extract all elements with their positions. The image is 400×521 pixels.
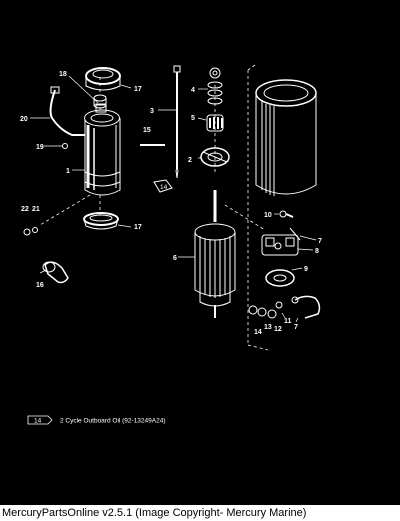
callout-22: 22 [21, 206, 29, 213]
part-16-boot [42, 261, 69, 284]
part-5-drive-gear [206, 114, 224, 132]
part-9-end-cap [265, 269, 295, 287]
part-17-bottom-ring [83, 212, 119, 230]
callout-12: 12 [274, 326, 282, 333]
part-21-22-screw-washer [23, 227, 38, 236]
field-frame [255, 79, 317, 196]
part-18-end-cap [93, 94, 107, 109]
callout-14: 14 [254, 329, 262, 336]
callout-20: 20 [20, 116, 28, 123]
legend-text: 2 Cycle Outboard Oil (92-13249A24) [60, 418, 166, 425]
callout-18: 18 [59, 71, 67, 78]
oil-tag-14 [153, 179, 173, 193]
callout-1: 1 [66, 168, 70, 175]
legend: 14 2 Cycle Outboard Oil (92-13249A24) [27, 415, 166, 425]
part-19-nut [62, 143, 68, 149]
callout-16: 16 [36, 282, 44, 289]
callout-19: 19 [36, 144, 44, 151]
callout-6: 6 [173, 255, 177, 262]
assembly-dashed-lines [39, 64, 269, 351]
part-7-terminal [291, 295, 321, 319]
callout-17-top: 17 [134, 86, 142, 93]
callout-7-top: 7 [318, 238, 322, 245]
callout-21: 21 [32, 206, 40, 213]
callout-2: 2 [188, 157, 192, 164]
callout-10: 10 [264, 212, 272, 219]
callout-labels: 18 17 20 19 1 22 21 17 16 3 15 4 5 2 6 1… [20, 71, 322, 336]
exploded-parts-diagram: 18 17 20 19 1 22 21 17 16 3 15 4 5 2 6 1… [20, 64, 322, 425]
oil-tag-label: 14 [160, 184, 168, 191]
callout-13: 13 [264, 324, 272, 331]
part-8-brush-holder [261, 227, 301, 256]
legend-tag: 14 [34, 418, 42, 425]
callout-7-bottom: 7 [294, 324, 298, 331]
part-4-stack [207, 67, 223, 105]
leader-lines [30, 75, 317, 323]
copyright-footer: MercuryPartsOnline v2.5.1 (Image Copyrig… [0, 505, 400, 521]
callout-3: 3 [150, 108, 154, 115]
parts-11-14-washers [248, 301, 283, 319]
part-10-screw [279, 210, 294, 218]
part-1-motor-frame [84, 103, 121, 196]
part-20-wire-lead [49, 86, 85, 136]
part-6-armature [194, 190, 236, 318]
callout-4: 4 [191, 87, 195, 94]
callout-15: 15 [143, 127, 151, 134]
part-17-top-ring [85, 67, 121, 91]
callout-11: 11 [284, 318, 292, 325]
callout-17-bottom: 17 [134, 224, 142, 231]
part-3-through-bolt [173, 65, 181, 179]
callout-9: 9 [304, 266, 308, 273]
callout-8: 8 [315, 248, 319, 255]
callout-5: 5 [191, 115, 195, 122]
part-2-end-frame [200, 147, 230, 167]
